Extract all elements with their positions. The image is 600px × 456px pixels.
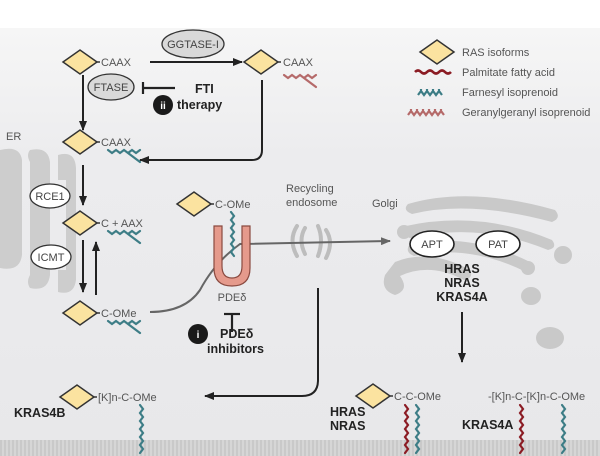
farnesyl-anchor-hras bbox=[414, 403, 421, 455]
lipid-anchors bbox=[106, 73, 567, 455]
pde-delta-protein bbox=[213, 225, 251, 287]
svg-text:FTASE: FTASE bbox=[94, 82, 129, 94]
arrow-endosome-to-kras4b bbox=[204, 288, 319, 400]
pde-inhibitors: i PDEδ inhibitors bbox=[188, 324, 264, 356]
legend-label-farnesyl: Farnesyl isoprenoid bbox=[462, 87, 558, 99]
motif-kras4a: -[K]n-C-[K]n-C-OMe bbox=[488, 391, 585, 403]
pde-inhibitor-label-2: inhibitors bbox=[207, 342, 264, 356]
recycling-endosome bbox=[290, 224, 332, 260]
golgi-label: Golgi bbox=[372, 198, 398, 210]
svg-text:GGTASE-I: GGTASE-I bbox=[167, 39, 219, 51]
motif-caax-gg: CAAX bbox=[283, 57, 314, 69]
pm-isoform-hras: HRAS bbox=[330, 405, 365, 419]
badge-i bbox=[188, 324, 208, 344]
motif-c-aax: C + AAX bbox=[101, 218, 144, 230]
legend-ras-diamond bbox=[418, 39, 456, 65]
er-label: ER bbox=[6, 131, 21, 143]
ras-diamond-pde bbox=[175, 191, 213, 217]
enzyme-ftase: FTASE bbox=[87, 73, 135, 101]
geranylgeranyl-anchor-gg bbox=[282, 73, 318, 89]
arrow-gg-to-er bbox=[139, 80, 263, 164]
plasma-membrane bbox=[0, 440, 600, 456]
svg-text:APT: APT bbox=[421, 239, 443, 251]
svg-text:ICMT: ICMT bbox=[38, 252, 65, 264]
pm-isoform-kras4a: KRAS4A bbox=[462, 418, 513, 432]
svg-text:RCE1: RCE1 bbox=[35, 191, 64, 203]
ras-diamond-top bbox=[61, 49, 99, 75]
farnesyl-anchor-kras4b bbox=[138, 403, 145, 455]
legend-label-geranyl: Geranylgeranyl isoprenoid bbox=[462, 107, 590, 119]
motif-caax-top: CAAX bbox=[101, 57, 132, 69]
palmitate-anchor-hras bbox=[403, 403, 410, 455]
motif-kras4b: [K]n-C-OMe bbox=[98, 392, 157, 404]
motif-hras: C-C-OMe bbox=[394, 391, 441, 403]
enzyme-rce1: RCE1 bbox=[29, 183, 71, 209]
golgi-isoform-kras4a: KRAS4A bbox=[436, 290, 487, 304]
legend-label-palmitate: Palmitate fatty acid bbox=[462, 67, 555, 79]
enzyme-ggtase: GGTASE-I bbox=[161, 29, 225, 59]
ras-diamond-er bbox=[61, 129, 99, 155]
motif-c-ome: C-OMe bbox=[101, 308, 136, 320]
endosome-label-2: endosome bbox=[286, 197, 337, 209]
legend-farnesyl-icon bbox=[417, 89, 443, 97]
golgi-isoform-hras: HRAS bbox=[444, 262, 479, 276]
farnesyl-anchor-pde bbox=[229, 210, 236, 258]
farnesyl-anchor-caax bbox=[106, 229, 142, 245]
svg-text:i: i bbox=[197, 330, 200, 341]
pm-isoform-kras4b: KRAS4B bbox=[14, 406, 65, 420]
pde-inhibition bbox=[224, 312, 240, 332]
fti-label-1: FTI bbox=[195, 82, 214, 96]
ras-diamond-ome bbox=[61, 300, 99, 326]
fti-inhibition bbox=[141, 82, 175, 94]
enzyme-icmt: ICMT bbox=[30, 244, 72, 270]
svg-text:ii: ii bbox=[160, 101, 166, 112]
palmitate-anchor-kras4a bbox=[518, 403, 525, 455]
endosome-label-1: Recycling bbox=[286, 183, 334, 195]
pde-inhibitor-label-1: PDEδ bbox=[220, 327, 254, 341]
legend: RAS isoforms Palmitate fatty acid Farnes… bbox=[407, 47, 590, 119]
enzyme-apt: APT bbox=[409, 230, 455, 258]
svg-text:PAT: PAT bbox=[488, 239, 508, 251]
fti-therapy: ii FTI therapy bbox=[153, 82, 222, 115]
pathway-arrows bbox=[79, 58, 466, 400]
legend-palmitate-icon bbox=[414, 69, 452, 75]
pm-isoform-nras: NRAS bbox=[330, 419, 365, 433]
legend-geranyl-icon bbox=[407, 109, 445, 117]
golgi-isoform-nras: NRAS bbox=[444, 276, 479, 290]
farnesyl-anchor-er bbox=[106, 148, 142, 164]
farnesyl-anchor-kras4a bbox=[560, 403, 567, 455]
fti-label-2: therapy bbox=[177, 98, 222, 112]
legend-label-ras: RAS isoforms bbox=[462, 47, 530, 59]
ras-diamond-gg bbox=[242, 49, 280, 75]
enzyme-pat: PAT bbox=[475, 230, 521, 258]
er-organelle bbox=[0, 148, 76, 293]
motif-caax-er: CAAX bbox=[101, 137, 132, 149]
pde-label: PDEδ bbox=[218, 292, 247, 304]
motif-c-ome-pde: C-OMe bbox=[215, 199, 250, 211]
badge-ii bbox=[153, 95, 173, 115]
farnesyl-anchor-ome bbox=[106, 319, 142, 335]
arrow-pde-to-golgi bbox=[149, 237, 391, 313]
